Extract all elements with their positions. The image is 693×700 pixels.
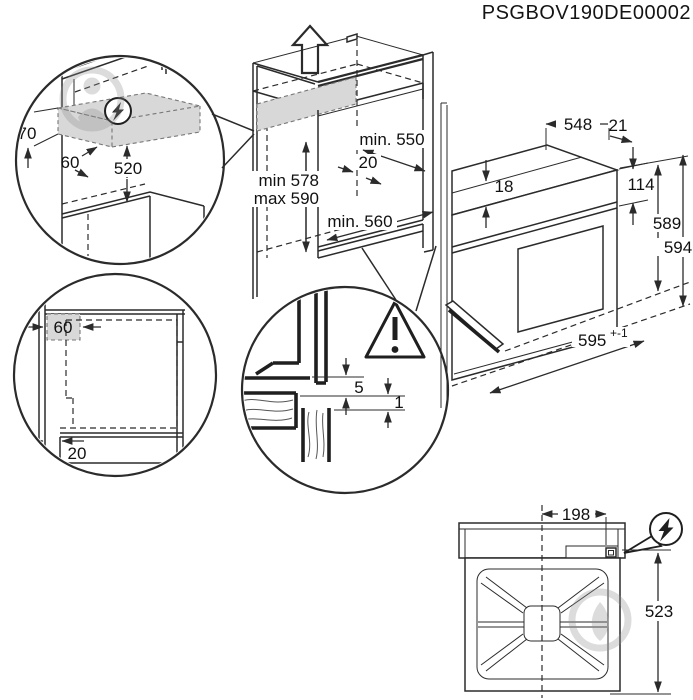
dim-niche-top-depth: min. 550 (359, 130, 424, 149)
hinge-tab (346, 32, 358, 44)
watermark (568, 588, 632, 652)
label-bg (104, 159, 150, 177)
part-number: PSGBOV190DE00002 (482, 2, 691, 24)
back-panel-pattern (476, 568, 609, 680)
label-bg (656, 238, 693, 256)
watermark (59, 66, 125, 132)
dim-top-inset: 18 (495, 177, 514, 196)
callout-line-a (211, 113, 255, 169)
dim-space-below: 520 (114, 159, 142, 178)
lightning-icon (623, 512, 683, 554)
dim-back-offset: 21 (609, 116, 628, 135)
detail-circle-front-gap: 5 1 (240, 285, 450, 495)
detail-circle-plinth: 60 20 (12, 272, 218, 478)
label-bg (323, 212, 397, 230)
label-bg (356, 154, 381, 170)
dim-niche-height-max: max 590 (254, 189, 319, 208)
label-bg (558, 505, 595, 522)
cabinet-niche-drawing: min. 550 20 min 578 max 590 min. 560 (248, 24, 437, 312)
dim-cable-offset: 198 (562, 505, 590, 524)
dim-space-depth: 60 (61, 153, 80, 172)
dim-back-height: 523 (645, 602, 673, 621)
dim-panel-height: 114 (627, 175, 654, 194)
dim-width: 595 (578, 331, 606, 350)
mains-connection-box (605, 547, 617, 558)
dim-body-height: 589 (653, 214, 681, 233)
dim-lower-gap: 1 (394, 393, 403, 412)
dim-width-tolerance: +-1 (610, 326, 628, 340)
label-bg (572, 327, 630, 347)
oven-drawing: 18 548 21 114 589 594 595 +-1 (440, 102, 693, 408)
label-bg (646, 214, 688, 232)
oven-back-view: 198 523 (458, 505, 683, 698)
wood-grain (244, 399, 325, 460)
plinth-drawing: 60 20 (24, 296, 185, 470)
dim-corner-recess: 60 (54, 318, 73, 337)
lightning-icon (104, 97, 132, 125)
dim-upper-gap: 5 (354, 378, 363, 397)
dim-back-gap: 20 (359, 153, 378, 172)
electrical-space-drawing: 70 60 520 (18, 58, 205, 262)
label-bg (356, 130, 428, 148)
dim-total-height: 594 (664, 238, 692, 257)
dim-niche-bottom-depth: min. 560 (327, 212, 392, 231)
dim-niche-height-min: min 578 (259, 171, 319, 190)
front-gap-drawing: 5 1 (244, 289, 426, 462)
dim-oven-depth: 548 (564, 115, 592, 134)
label-bg (556, 114, 600, 132)
callout-line-b (361, 245, 437, 312)
label-bg (250, 171, 320, 189)
label-bg (640, 602, 680, 620)
label-bg (248, 189, 320, 207)
detail-circle-electrical-space: 70 60 520 (14, 54, 226, 266)
up-arrow-icon (290, 24, 330, 75)
warning-icon (364, 300, 426, 359)
dim-front-clearance: 20 (68, 444, 87, 463)
